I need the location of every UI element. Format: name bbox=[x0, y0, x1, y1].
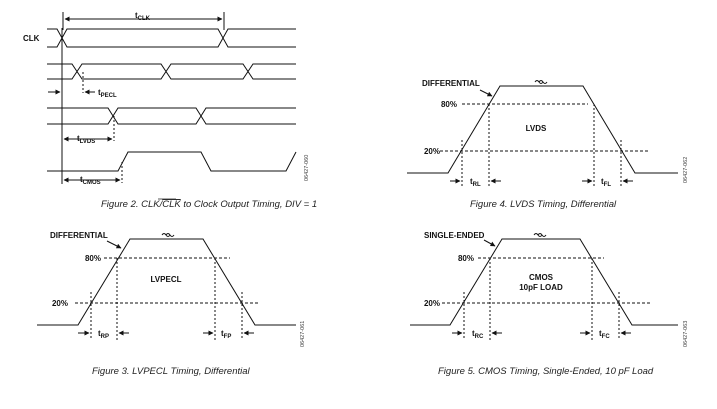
figure-2-clock-output-timing bbox=[47, 12, 297, 184]
figure-3-id: 06427-061 bbox=[300, 321, 306, 347]
axis-break-symbol bbox=[534, 80, 548, 84]
figure-2-caption: Figure 2. CLK/CLK to Clock Output Timing… bbox=[101, 199, 317, 210]
clk-waveform-top bbox=[47, 28, 296, 48]
figure-3-level-low: 20% bbox=[52, 299, 68, 308]
figure-5-mode: CMOS bbox=[529, 273, 554, 282]
clk-label: CLK bbox=[23, 34, 40, 43]
figure-3-mode: LVPECL bbox=[151, 275, 182, 284]
figure-5-caption: Figure 5. CMOS Timing, Single-Ended, 10 … bbox=[438, 366, 654, 377]
figure-5-labels: SINGLE-ENDED 80% 20% CMOS 10pF LOAD tRC … bbox=[424, 231, 689, 377]
figure-4-labels: DIFFERENTIAL 80% 20% LVDS tRL tFL 06427-… bbox=[422, 79, 689, 210]
figure-3-level-high: 80% bbox=[85, 254, 101, 263]
differential-pointer bbox=[479, 89, 493, 97]
lvpecl-waveform-top bbox=[47, 63, 296, 80]
figure-4-rise-label: tRL bbox=[470, 177, 481, 188]
figure-2-id: 06427-060 bbox=[304, 155, 310, 181]
figure-5-mode-line2: 10pF LOAD bbox=[519, 283, 563, 292]
figure-5-level-high: 80% bbox=[458, 254, 474, 263]
figure-4-id: 06427-062 bbox=[683, 157, 689, 183]
differential-pointer bbox=[106, 240, 122, 249]
figure-4-caption: Figure 4. LVDS Timing, Differential bbox=[470, 199, 617, 210]
cmos-waveform bbox=[47, 151, 297, 172]
figure-5-kind: SINGLE-ENDED bbox=[424, 231, 485, 240]
figure-3-lvpecl-timing bbox=[37, 233, 296, 340]
figure-3-labels: DIFFERENTIAL 80% 20% LVPECL tRP tFP 0642… bbox=[50, 231, 306, 377]
clk-waveform-bottom bbox=[47, 28, 296, 48]
figure-3-rise-label: tRP bbox=[98, 329, 109, 340]
cmos-edge-waveform bbox=[410, 238, 678, 326]
lvds-edge-waveform bbox=[407, 85, 678, 174]
period-label: tCLK bbox=[135, 11, 151, 22]
figure-4-level-high: 80% bbox=[441, 100, 457, 109]
single-ended-pointer bbox=[483, 239, 496, 247]
lvds-waveform-top bbox=[47, 107, 296, 125]
figure-5-rise-label: tRC bbox=[472, 329, 484, 340]
pecl-delay-label: tPECL bbox=[98, 88, 117, 99]
figure-2-labels: tCLK CLK tPECL tLVDS tCMOS 06427-060 Fig… bbox=[23, 11, 317, 210]
figure-4-kind: DIFFERENTIAL bbox=[422, 79, 480, 88]
figure-5-id: 06427-063 bbox=[683, 321, 689, 347]
lvds-delay-label: tLVDS bbox=[77, 134, 95, 145]
lvds-waveform-bottom bbox=[47, 107, 296, 125]
figure-4-mode: LVDS bbox=[526, 124, 547, 133]
figure-3-fall-label: tFP bbox=[221, 329, 231, 340]
cmos-delay-label: tCMOS bbox=[80, 175, 101, 186]
lvpecl-waveform-bottom bbox=[47, 63, 296, 80]
figure-4-lvds-timing bbox=[407, 80, 678, 186]
figure-4-level-low: 20% bbox=[424, 147, 440, 156]
figure-5-cmos-timing bbox=[410, 233, 678, 340]
axis-break-symbol bbox=[533, 233, 547, 237]
figure-4-fall-label: tFL bbox=[601, 177, 611, 188]
figure-5-fall-label: tFC bbox=[599, 329, 610, 340]
axis-break-symbol bbox=[161, 233, 175, 237]
figure-5-level-low: 20% bbox=[424, 299, 440, 308]
figure-3-caption: Figure 3. LVPECL Timing, Differential bbox=[92, 366, 251, 377]
figure-3-kind: DIFFERENTIAL bbox=[50, 231, 108, 240]
lvpecl-edge-waveform bbox=[37, 238, 296, 326]
